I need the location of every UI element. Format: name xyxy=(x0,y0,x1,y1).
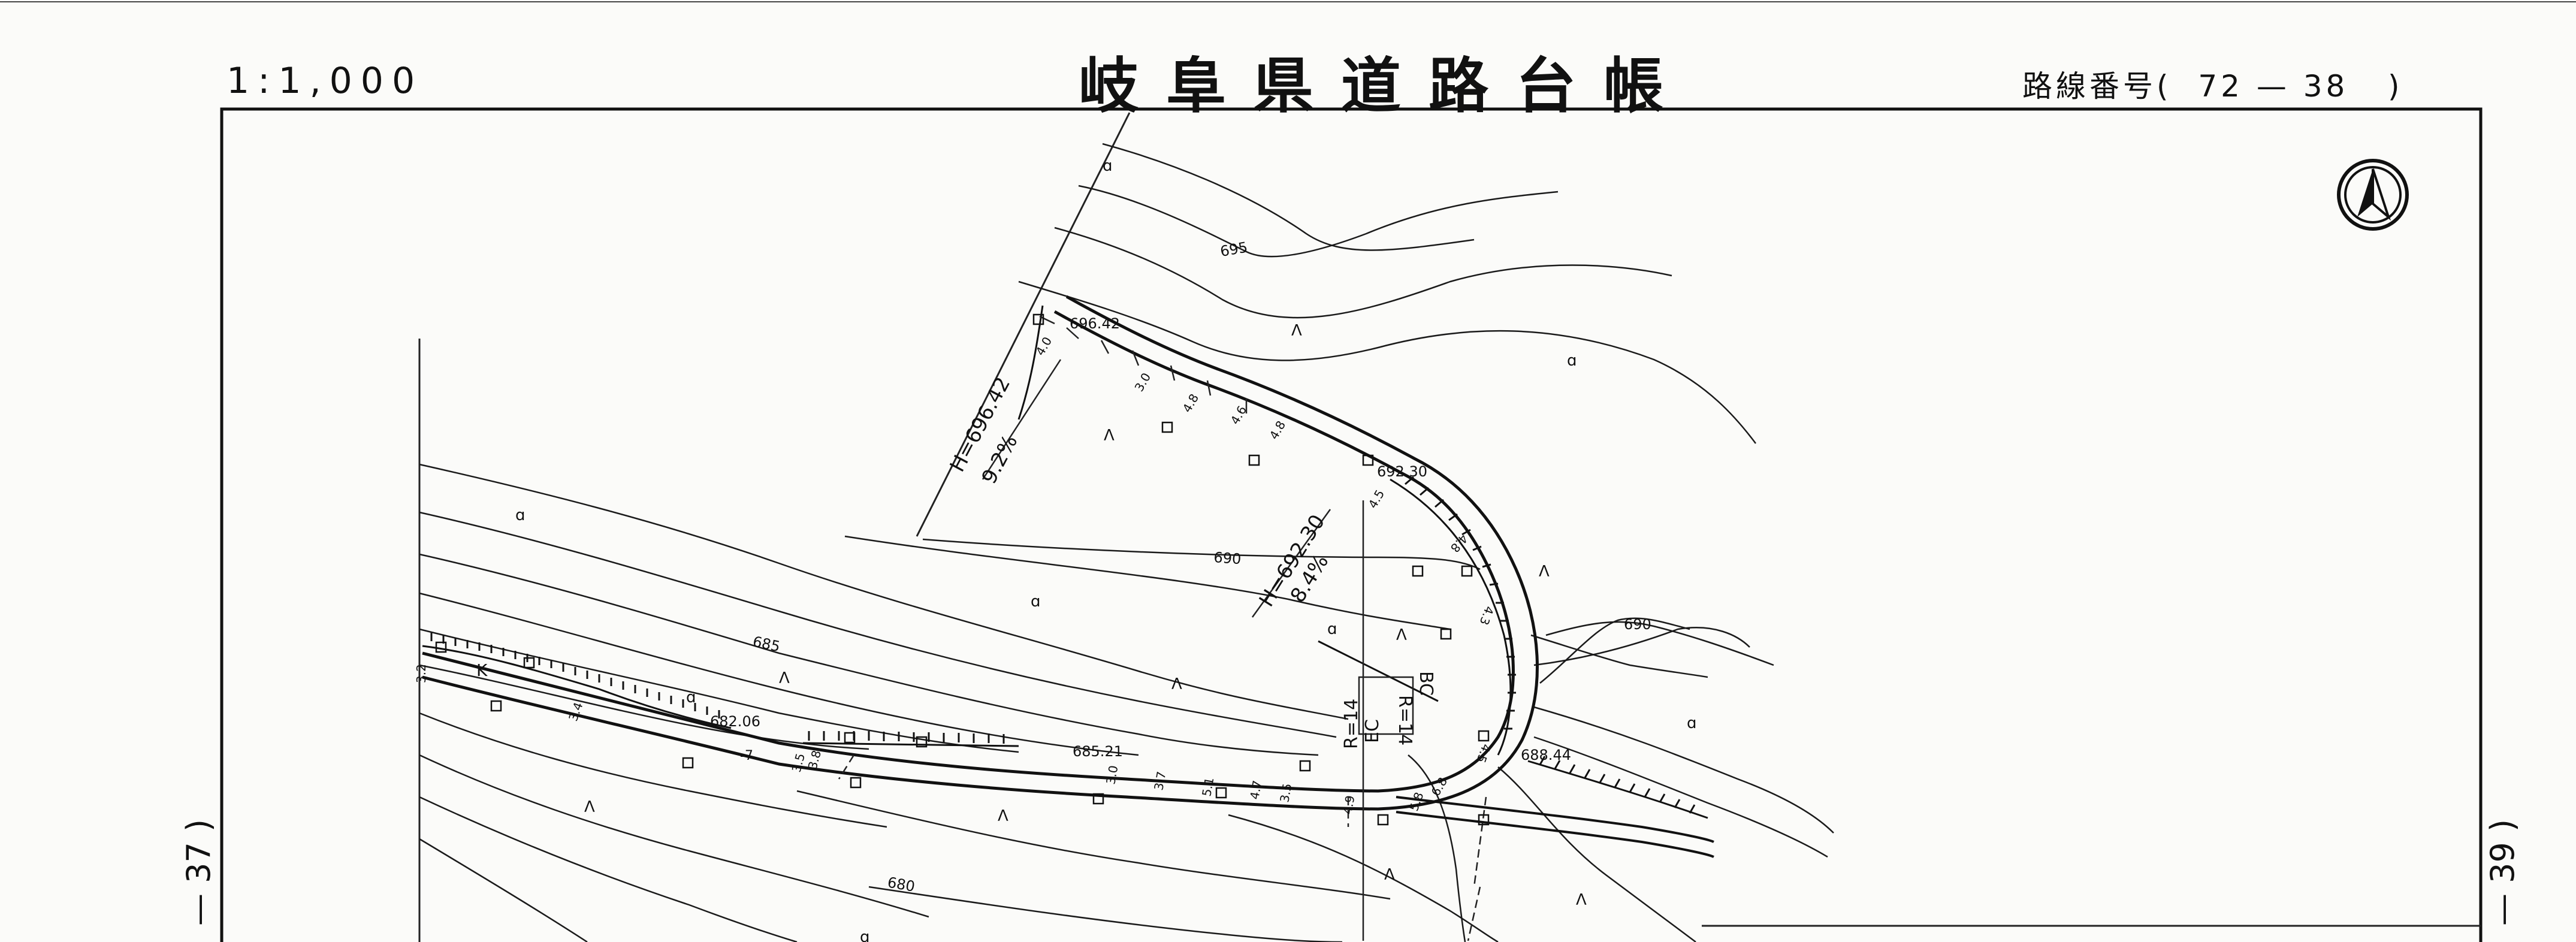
wall-symbol: K xyxy=(476,660,488,680)
width-label: 5.1 xyxy=(1199,776,1216,797)
grass-symbol: ɑ xyxy=(1687,714,1697,732)
width-label: 4.5 xyxy=(1366,487,1388,511)
route-value: 72 — 38 xyxy=(2198,69,2349,104)
contour-label: 685 xyxy=(751,633,782,655)
survey-boundary-top xyxy=(916,112,1131,537)
benchmark-markers xyxy=(435,313,1490,826)
contour-label: 695 xyxy=(1219,238,1249,260)
width-label: 4.8 xyxy=(1267,418,1289,442)
grass-symbol: ɑ xyxy=(1031,593,1041,611)
width-label: 3.4 xyxy=(566,701,585,723)
width-label: 5.8 xyxy=(1406,790,1426,813)
contour-label: 690 xyxy=(1213,549,1242,567)
width-label: 4.7 xyxy=(1247,779,1264,800)
grass-symbol: ɑ xyxy=(1327,620,1337,638)
spot-elevation: 692.30 xyxy=(1377,463,1427,480)
land-use-symbols: ɑ ɑ ɑ ɑ ɑ ɑ ɑ ɑ Λ Λ Λ Λ Λ Λ Λ Λ Λ Λ K -7 xyxy=(476,157,1697,942)
field-symbol: Λ xyxy=(1291,322,1302,340)
field-symbol: Λ xyxy=(1539,563,1550,581)
field-symbol: Λ xyxy=(998,807,1008,825)
contour-label: 690 xyxy=(1624,616,1651,633)
width-label: 3.2 xyxy=(414,664,428,683)
curve-begin-bc: BC xyxy=(1415,671,1436,696)
spot-elevation: 688.44 xyxy=(1521,747,1571,763)
field-symbol: Λ xyxy=(1171,675,1182,693)
route-number: 路線番号( 72 — 38 ) xyxy=(2022,62,2403,105)
width-label: 4.9 xyxy=(1340,794,1357,815)
contour-label: 680 xyxy=(886,874,916,895)
road-network xyxy=(422,295,1714,858)
width-label: 3.0 xyxy=(1103,764,1121,785)
width-label: 4.8 xyxy=(1180,391,1202,415)
ditch-symbol: -7 xyxy=(740,748,753,763)
field-symbol: Λ xyxy=(779,669,790,687)
north-arrow-icon xyxy=(2337,159,2409,231)
curve-radius: R=14 xyxy=(1394,695,1415,745)
width-label: 4.3 xyxy=(1476,604,1496,627)
map-scale: 1:1,000 xyxy=(227,60,424,102)
grass-symbol: ɑ xyxy=(1567,352,1577,370)
field-symbol: Λ xyxy=(1104,427,1115,445)
grass-symbol: ɑ xyxy=(686,689,696,707)
curve-radius: R=14 xyxy=(1341,699,1362,749)
spot-elevation: 685.21 xyxy=(1073,743,1123,760)
route-label: 路線番号( xyxy=(2022,69,2172,104)
width-label: 3.5 xyxy=(789,751,808,774)
width-label: 3.5 xyxy=(1277,782,1294,803)
grass-symbol: ɑ xyxy=(860,928,870,942)
retaining-wall-hatch xyxy=(422,476,1708,819)
field-symbol: Λ xyxy=(1396,626,1407,644)
field-symbol: Λ xyxy=(1576,891,1587,909)
road-width-labels: 3.2 3.4 3.5 3.8 3.0 3.7 5.1 4.7 3.5 4.9 … xyxy=(414,334,1497,816)
curve-end-ec: EC xyxy=(1362,719,1383,743)
grass-symbol: ɑ xyxy=(515,506,526,524)
field-symbol: Λ xyxy=(584,798,595,816)
grass-symbol: ɑ xyxy=(1103,157,1113,175)
width-label: 3.0 xyxy=(1132,370,1154,394)
contour-lines xyxy=(419,143,1834,942)
field-symbol: Λ xyxy=(1384,866,1395,884)
spot-elevation: 682.06 xyxy=(710,713,760,730)
map-frame xyxy=(220,107,2483,942)
width-label: 3.8 xyxy=(805,748,824,771)
width-label: 4.0 xyxy=(1033,334,1055,358)
route-close: ) xyxy=(2388,69,2403,104)
section-lines xyxy=(838,315,1487,941)
width-label: 3.7 xyxy=(1151,770,1168,791)
spot-elevation: 696.42 xyxy=(1070,315,1120,332)
